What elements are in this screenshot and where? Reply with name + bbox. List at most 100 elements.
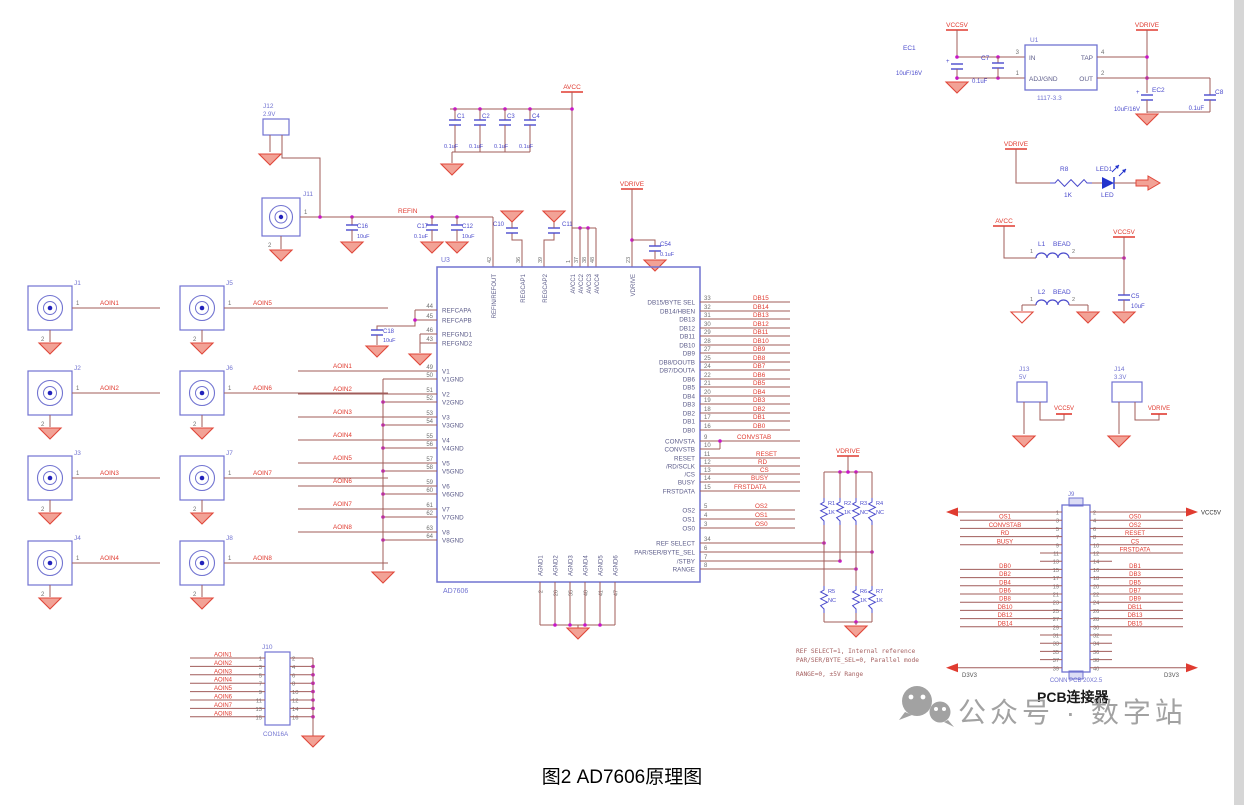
pin-name: CONVSTA (665, 439, 696, 446)
net-arrow-right (1186, 663, 1198, 673)
pin-name: AGND3 (569, 555, 575, 576)
net-label: DB15 (753, 295, 769, 302)
pin-number: 33 (1053, 642, 1059, 648)
pin-number: 31 (704, 313, 711, 319)
pin-number: 4 (292, 665, 296, 671)
pin-number: 5 (704, 504, 708, 510)
pin-number: 2 (1072, 297, 1075, 303)
ground-symbol (300, 735, 326, 748)
watermark-text: 公众号 · 数字站 (958, 697, 1187, 728)
polarity-mark: + (1136, 90, 1140, 96)
net-label: AOIN7 (333, 501, 352, 508)
bnc-center (47, 560, 53, 566)
net-label: DB9 (1129, 597, 1141, 603)
part-ref: U1 (1030, 37, 1039, 44)
resistor-symbol (851, 498, 861, 525)
net-label: FRSTDATA (734, 484, 767, 491)
resistor-symbol (819, 586, 829, 613)
net-label: OS2 (755, 503, 768, 510)
pin-number: 1 (259, 657, 262, 663)
pin-number: 2 (268, 243, 272, 249)
net-label: DB6 (999, 589, 1011, 595)
figure-caption: 图2 AD7606原理图 (542, 767, 703, 788)
connector-part: CONN PCB 20X2.5 (1050, 678, 1103, 684)
pin-number: 1 (228, 301, 232, 307)
cap-ref: C4 (532, 114, 540, 120)
pin-number: 4 (704, 513, 708, 519)
net-label: DB3 (753, 397, 766, 404)
pin-number: 36 (516, 257, 522, 263)
net-label: DB13 (1127, 613, 1143, 619)
pin-name: V7 (442, 507, 450, 514)
pin-number: 38 (582, 257, 588, 263)
pin-number: 12 (292, 699, 298, 705)
bnc-center (278, 214, 284, 220)
pin-name: V7GND (442, 515, 464, 522)
pin-name: V1 (442, 369, 450, 376)
regulator-body (1024, 44, 1098, 91)
resistor-ref: R1 (828, 501, 835, 507)
net-label: DB1 (1129, 564, 1141, 570)
pin-number: 22 (1093, 593, 1099, 599)
pin-number: 31 (1053, 634, 1059, 640)
pin-number: 1 (1056, 511, 1059, 517)
pin-number: 2 (1093, 511, 1096, 517)
pin-number: 1 (76, 386, 80, 392)
pin-number: 39 (538, 257, 544, 263)
net-label: AOIN5 (253, 300, 272, 307)
pin-number: 19 (1053, 584, 1059, 590)
pin-name: V3 (442, 415, 450, 422)
ground-symbol (37, 427, 63, 440)
wire (281, 135, 321, 217)
pin-name: V1GND (442, 377, 464, 384)
pin-number: 5 (259, 673, 262, 679)
bnc-center (47, 305, 53, 311)
ground-symbol (189, 512, 215, 525)
pin-number: 35 (1053, 650, 1059, 656)
pin-number: 61 (426, 503, 433, 509)
junction-dot (413, 318, 417, 322)
cap-ref: C17 (417, 224, 429, 230)
ground-symbol (499, 210, 525, 223)
bnc-center (199, 305, 205, 311)
bnc-center (47, 475, 53, 481)
pin-number: 4 (1101, 50, 1105, 56)
net-label: AOIN1 (100, 300, 119, 307)
pin-number: 9 (704, 435, 708, 441)
net-label: AOIN2 (214, 661, 233, 667)
net-label: DB10 (753, 338, 769, 345)
pin-number: 26 (554, 590, 560, 596)
resistor-symbol (851, 586, 861, 613)
pin-number: 21 (1053, 593, 1059, 599)
pin-name: PAR/SER/BYTE_SEL (634, 550, 695, 557)
power-net-label: VCC5V (1054, 406, 1074, 412)
resistor-value: NC (876, 510, 884, 516)
pin-number: 12 (704, 460, 711, 466)
connector-ref: J2 (74, 365, 81, 372)
pin-number: 10 (292, 690, 298, 696)
pin-name: AVCC4 (595, 273, 601, 293)
net-label: BUSY (997, 539, 1013, 545)
pin-number: 23 (1053, 601, 1059, 607)
pin-number: 28 (1093, 617, 1099, 623)
pin-number: 15 (1053, 568, 1059, 574)
cap-ref: C3 (507, 114, 515, 120)
pin-number: 60 (426, 488, 433, 494)
inductor-ref: L1 (1038, 241, 1046, 248)
resistor-ref: R7 (876, 589, 883, 595)
net-label: AOIN3 (333, 409, 352, 416)
pin-name: IN (1029, 55, 1036, 62)
net-label: OS1 (755, 512, 768, 519)
pin-name: REFIN/REFOUT (492, 274, 498, 319)
bnc-ring (274, 210, 288, 224)
pin-name: TAP (1081, 55, 1093, 62)
bnc-center (199, 390, 205, 396)
pin-number: 2 (193, 337, 197, 343)
net-label: CS (760, 467, 769, 474)
pin-number: 37 (574, 257, 580, 263)
